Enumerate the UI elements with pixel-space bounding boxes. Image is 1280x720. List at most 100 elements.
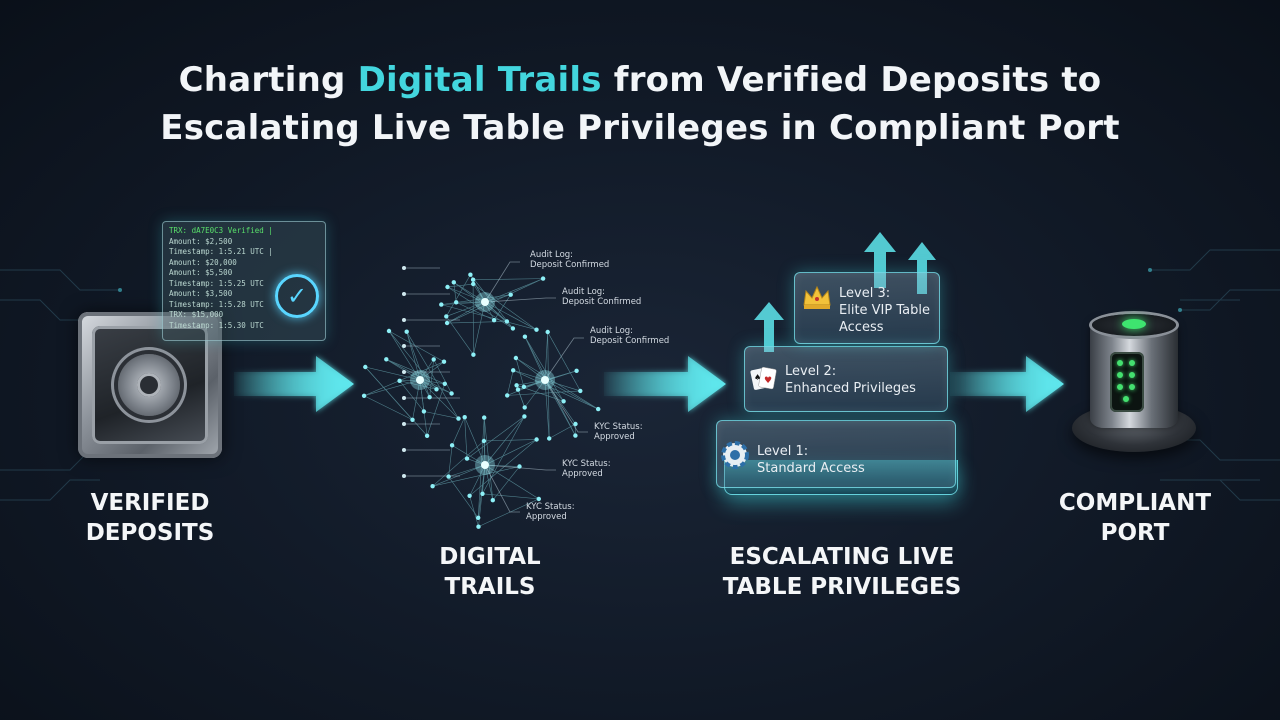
stage-label-deposits: VERIFIED DEPOSITS	[85, 490, 215, 546]
network-annotation-connector	[484, 261, 520, 303]
title-line-1: Charting Digital Trails from Verified De…	[178, 60, 1102, 100]
network-annotation-connector	[484, 464, 520, 513]
network-node	[445, 284, 450, 290]
network-node	[515, 387, 521, 392]
network-trunk-node	[402, 422, 406, 426]
network-trunk-node	[402, 266, 406, 270]
network-node	[505, 393, 510, 398]
network-hub-node	[541, 376, 549, 384]
escalation-up-arrow-icon	[864, 232, 896, 288]
network-hub-node	[416, 376, 424, 384]
log-line: TRX: dA7E0C3 Verified |	[169, 226, 273, 235]
log-line: Timestamp: 1:5.21 UTC |	[169, 247, 273, 256]
network-node	[522, 405, 527, 410]
network-node	[471, 352, 476, 357]
network-hub-node	[481, 461, 489, 469]
level-1-slab	[724, 460, 958, 495]
network-node	[404, 329, 409, 334]
network-node	[449, 391, 454, 396]
title-line-2: Escalating Live Table Privileges in Comp…	[160, 108, 1120, 148]
arrow-deposits-to-trails	[234, 356, 354, 412]
network-node	[441, 359, 447, 364]
poker-chip-icon	[721, 441, 749, 475]
graph-note-kyc-2: KYC Status:Approved	[562, 459, 611, 479]
verified-check-icon: ✓	[275, 274, 319, 318]
escalation-up-arrow-icon	[908, 242, 936, 294]
log-line: TRX: $15,000	[169, 310, 224, 319]
network-node	[508, 292, 513, 297]
network-node	[522, 414, 527, 419]
network-node	[596, 406, 601, 412]
network-node	[545, 329, 550, 335]
network-node	[468, 272, 473, 277]
network-node	[456, 416, 461, 421]
network-annotation-connector	[544, 337, 584, 381]
vault-icon	[78, 312, 222, 458]
svg-text:♥: ♥	[764, 376, 772, 386]
network-node	[540, 276, 546, 281]
network-node	[504, 319, 510, 324]
network-node	[464, 456, 470, 461]
arrow-privileges-to-port	[950, 356, 1064, 412]
network-node	[424, 433, 430, 438]
network-node	[480, 491, 485, 496]
crown-icon	[801, 283, 833, 319]
network-node	[431, 357, 436, 362]
graph-note-audit-3: Audit Log:Deposit Confirmed	[590, 326, 670, 346]
vault-door	[92, 326, 208, 444]
stage-label-port: COMPLIANT PORT	[1058, 490, 1212, 546]
escalation-up-arrow-icon	[754, 302, 784, 352]
stage-label-trails: DIGITAL TRAILS	[439, 544, 541, 600]
log-line: Amount: $20,000	[169, 257, 237, 267]
network-node	[517, 464, 522, 469]
log-line: Amount: $2,500	[169, 236, 233, 246]
network-node	[482, 415, 487, 420]
network-node	[534, 327, 539, 332]
status-led	[1123, 396, 1129, 402]
network-node	[449, 443, 455, 448]
network-node	[442, 381, 447, 386]
network-node	[439, 302, 444, 307]
network-hub-node	[481, 298, 489, 306]
network-node	[471, 281, 476, 287]
network-annotation-connector	[484, 464, 556, 471]
network-node	[536, 496, 541, 502]
network-node	[481, 438, 487, 444]
stage-label-privileges: ESCALATING LIVE TABLE PRIVILEGES	[722, 544, 962, 600]
status-led	[1117, 372, 1123, 378]
network-node	[444, 320, 450, 326]
network-node	[384, 357, 389, 362]
network-node	[491, 318, 497, 323]
network-node	[476, 515, 481, 520]
log-line: Amount: $5,500	[169, 268, 233, 277]
network-node	[514, 383, 519, 388]
network-node	[561, 399, 566, 404]
network-node	[421, 409, 427, 414]
vault-dial-icon	[118, 354, 180, 416]
network-node	[490, 498, 495, 503]
level-3-card: Level 3: Elite VIP Table Access	[794, 272, 940, 344]
network-trunk-node	[402, 318, 406, 322]
status-led	[1117, 360, 1123, 366]
network-node	[574, 368, 579, 373]
network-node	[513, 355, 519, 361]
network-node	[386, 328, 392, 334]
status-led	[1117, 384, 1123, 390]
network-trunk-node	[402, 396, 406, 400]
network-node	[444, 314, 449, 319]
log-line: Timestamp: 1:5.28 UTC	[169, 299, 264, 309]
network-trunk-node	[402, 292, 406, 296]
network-node	[547, 436, 552, 441]
network-trunk-node	[402, 474, 406, 478]
status-led	[1129, 360, 1135, 366]
network-annotation-connector	[484, 297, 556, 303]
playing-cards-icon: ♥ ♠	[749, 363, 779, 399]
level-2-card: ♥ ♠ Level 2: Enhanced Privileges	[744, 346, 948, 412]
network-node	[430, 484, 435, 489]
network-node	[446, 474, 451, 479]
graph-note-audit-2: Audit Log:Deposit Confirmed	[562, 287, 642, 307]
network-node	[363, 364, 368, 370]
